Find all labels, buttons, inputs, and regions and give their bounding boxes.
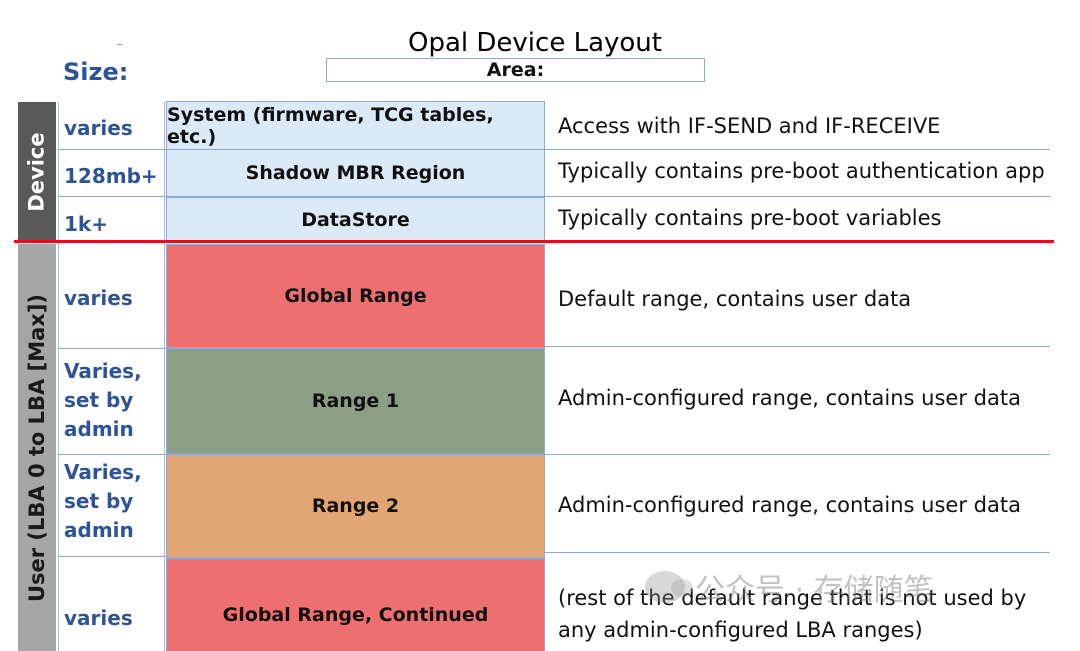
left-column-edge xyxy=(58,102,59,651)
size-cell: varies xyxy=(64,115,133,140)
size-cell: varies xyxy=(64,285,133,310)
size-cell: Varies, set by admin xyxy=(64,459,142,542)
size-column-divider xyxy=(164,102,165,651)
area-header: Area: xyxy=(326,58,705,82)
device-group-label: Device xyxy=(25,132,50,212)
area-block-global-range-continued: Global Range, Continued xyxy=(166,558,545,651)
area-description: Default range, contains user data xyxy=(558,287,912,311)
area-description: Admin-configured range, contains user da… xyxy=(558,386,1021,410)
wechat-icon xyxy=(645,571,693,603)
size-cell: varies xyxy=(64,605,133,630)
area-block-global-range: Global Range xyxy=(166,244,545,348)
area-block-range-2: Range 2 xyxy=(166,454,545,558)
area-description: Typically contains pre-boot variables xyxy=(558,206,942,230)
size-header: Size: xyxy=(63,58,129,86)
area-description: Access with IF-SEND and IF-RECEIVE xyxy=(558,114,941,138)
area-description: Typically contains pre-boot authenticati… xyxy=(558,159,1045,183)
desc-row-divider xyxy=(545,196,1050,197)
area-description: Admin-configured range, contains user da… xyxy=(558,493,1021,517)
stray-mark xyxy=(117,44,122,45)
diagram-title: Opal Device Layout xyxy=(408,28,662,58)
size-row-divider xyxy=(58,556,166,557)
size-cell: 128mb+ xyxy=(64,163,158,188)
area-block-datastore: DataStore xyxy=(166,197,545,242)
desc-row-divider xyxy=(545,149,1050,150)
watermark: 公众号 · 存储随笔 xyxy=(645,565,934,609)
area-block-range-1: Range 1 xyxy=(166,348,545,454)
device-group-bar: Device xyxy=(18,102,56,242)
user-group-bar: User (LBA 0 to LBA [Max]) xyxy=(18,244,56,651)
size-row-divider xyxy=(58,348,166,349)
area-block-system: System (firmware, TCG tables, etc.) xyxy=(166,101,545,150)
size-row-divider xyxy=(58,149,166,150)
desc-row-divider xyxy=(545,552,1050,553)
watermark-text: 公众号 · 存储随笔 xyxy=(695,573,934,608)
area-description: (rest of the default range that is not u… xyxy=(558,586,1027,642)
size-cell: Varies, set by admin xyxy=(64,358,142,441)
size-row-divider xyxy=(58,454,166,455)
size-cell: 1k+ xyxy=(64,211,108,236)
device-user-boundary-line xyxy=(14,240,1054,243)
desc-row-divider xyxy=(545,346,1050,347)
size-row-divider xyxy=(58,196,166,197)
user-group-label: User (LBA 0 to LBA [Max]) xyxy=(25,293,50,602)
area-block-shadow-mbr: Shadow MBR Region xyxy=(166,149,545,197)
desc-row-divider xyxy=(545,454,1050,455)
